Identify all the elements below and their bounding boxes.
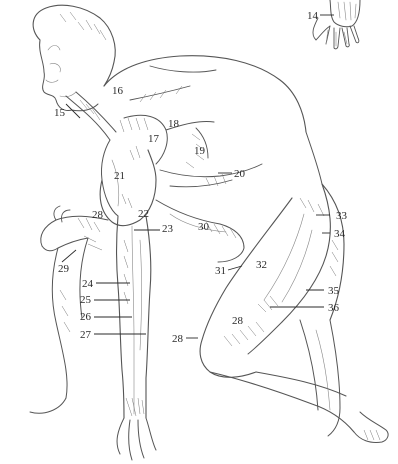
labels: 14 15 16 17 18 19 20 21 22 23 24 25 26 2…	[54, 10, 348, 345]
forearm-sketch	[117, 216, 157, 460]
label-28-knee: 28	[172, 333, 184, 345]
label-15: 15	[54, 107, 66, 119]
hand-inset-sketch	[313, 0, 360, 49]
label-32: 32	[256, 259, 267, 271]
label-34: 34	[334, 228, 346, 240]
label-25: 25	[80, 294, 92, 306]
label-31: 31	[215, 265, 226, 277]
label-33: 33	[336, 210, 348, 222]
label-18: 18	[168, 118, 180, 130]
label-30: 30	[198, 221, 210, 233]
label-17: 17	[148, 133, 160, 145]
label-20: 20	[234, 168, 246, 180]
lower-leg-sketch	[200, 322, 388, 443]
neck-sketch	[66, 92, 116, 140]
label-21: 21	[114, 170, 125, 182]
label-23: 23	[162, 223, 174, 235]
label-29: 29	[58, 263, 70, 275]
label-19: 19	[194, 145, 206, 157]
label-28-leg: 28	[232, 315, 244, 327]
label-16: 16	[112, 85, 124, 97]
label-27: 27	[80, 329, 92, 341]
label-36: 36	[328, 302, 340, 314]
label-24: 24	[82, 278, 94, 290]
label-22: 22	[138, 208, 149, 220]
label-14: 14	[307, 10, 319, 22]
label-26: 26	[80, 311, 92, 323]
label-28-arm: 28	[92, 209, 104, 221]
label-35: 35	[328, 285, 340, 297]
back-shoulder-sketch	[101, 56, 306, 216]
head-sketch	[33, 5, 115, 111]
